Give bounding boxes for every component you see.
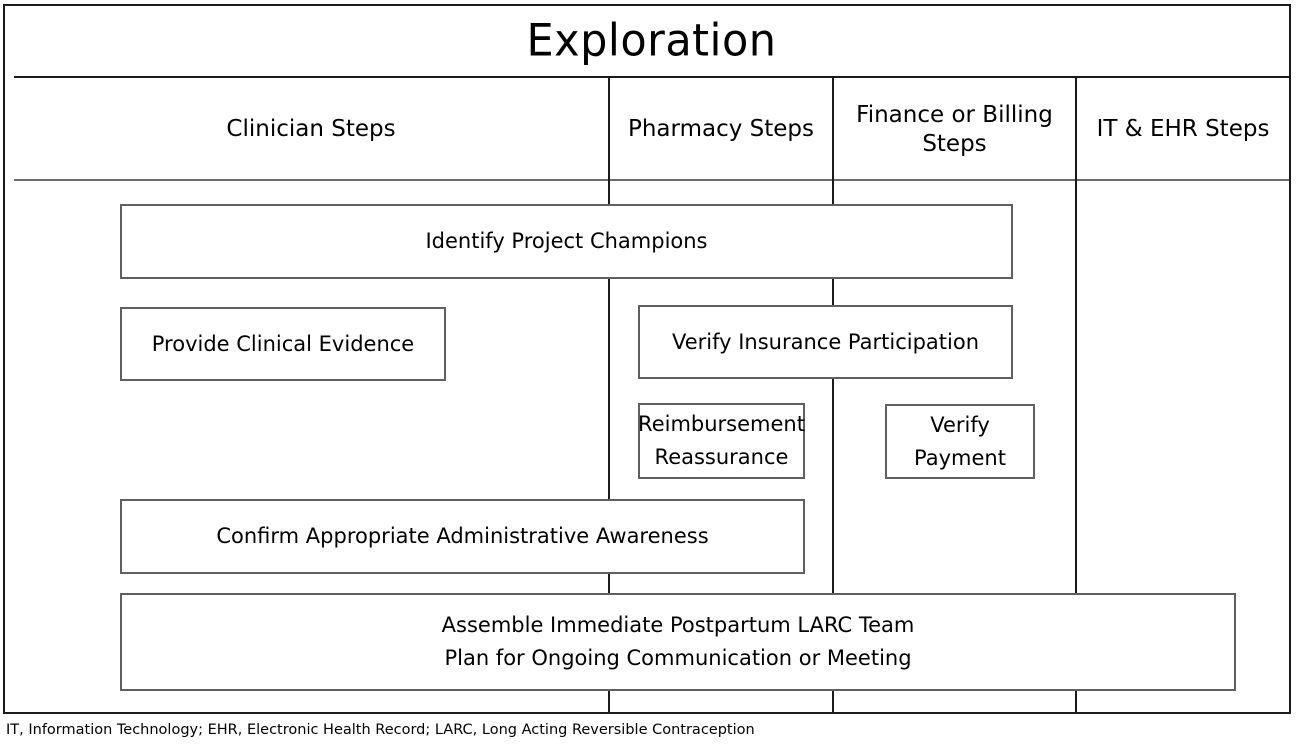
process-box-identify-project-champions-line1: Identify Project Champions xyxy=(425,229,708,254)
column-header-finance-label: Finance or Billing Steps xyxy=(834,101,1075,159)
column-header-pharmacy-line2: Steps xyxy=(749,116,815,143)
process-box-assemble-larc-team-line2: Plan for Ongoing Communication or Meetin… xyxy=(444,646,912,670)
column-header-pharmacy: Pharmacy Steps xyxy=(608,78,832,181)
process-box-provide-clinical-evidence[interactable]: Provide Clinical Evidence xyxy=(120,307,446,381)
process-box-reimbursement-reassurance[interactable]: Reimbursement Reassurance xyxy=(638,403,805,479)
process-box-reimbursement-reassurance-line1: Reimbursement xyxy=(638,412,805,437)
process-box-confirm-administrative-awareness-line1: Confirm Appropriate Administrative Aware… xyxy=(216,524,709,549)
column-header-finance: Finance or Billing Steps xyxy=(832,78,1075,181)
process-box-verify-insurance-participation-line1: Verify Insurance Participation xyxy=(671,329,980,354)
column-header-pharmacy-line1: Pharmacy xyxy=(627,116,743,143)
column-header-finance-line2: Steps xyxy=(922,130,987,157)
process-box-assemble-larc-team[interactable]: Assemble Immediate Postpartum LARC Team … xyxy=(120,593,1236,691)
process-box-verify-payment-line1: Verify xyxy=(930,412,990,437)
process-box-confirm-administrative-awareness[interactable]: Confirm Appropriate Administrative Aware… xyxy=(120,499,805,574)
column-header-it-ehr: IT & EHR Steps xyxy=(1075,78,1289,181)
process-box-identify-project-champions[interactable]: Identify Project Champions xyxy=(120,204,1013,279)
process-box-reimbursement-reassurance-line2: Reassurance xyxy=(654,445,789,469)
process-box-assemble-larc-team-line1: Assemble Immediate Postpartum LARC Team xyxy=(441,613,915,638)
process-box-provide-clinical-evidence-line1: Provide Clinical Evidence xyxy=(151,331,415,356)
column-divider-finance-it xyxy=(1075,181,1077,712)
column-divider-clinician-pharmacy xyxy=(608,181,610,712)
column-header-clinician: Clinician Steps xyxy=(14,78,608,181)
steps-table: Clinician Steps Pharmacy Steps Finance o… xyxy=(14,78,1289,712)
column-header-pharmacy-label: Pharmacy Steps xyxy=(628,115,814,144)
process-box-verify-insurance-participation[interactable]: Verify Insurance Participation xyxy=(638,305,1013,379)
abbreviations-footnote: IT, Information Technology; EHR, Electro… xyxy=(6,722,755,738)
column-header-clinician-label: Clinician Steps xyxy=(226,116,396,143)
process-box-verify-payment[interactable]: Verify Payment xyxy=(885,404,1035,479)
column-header-it-ehr-line1: IT & EHR xyxy=(1096,116,1198,143)
column-header-it-ehr-label: IT & EHR Steps xyxy=(1097,115,1270,144)
column-divider-pharmacy-finance xyxy=(832,181,834,712)
process-box-verify-payment-line2: Payment xyxy=(914,445,1006,470)
table-body: Identify Project Champions Provide Clini… xyxy=(14,181,1289,712)
page-title: Exploration xyxy=(526,14,777,67)
diagram-title-band: Exploration xyxy=(14,6,1289,78)
column-header-finance-line1: Finance or Billing xyxy=(856,101,1053,128)
table-header-row: Clinician Steps Pharmacy Steps Finance o… xyxy=(14,78,1289,181)
column-header-it-ehr-line2: Steps xyxy=(1205,116,1270,143)
